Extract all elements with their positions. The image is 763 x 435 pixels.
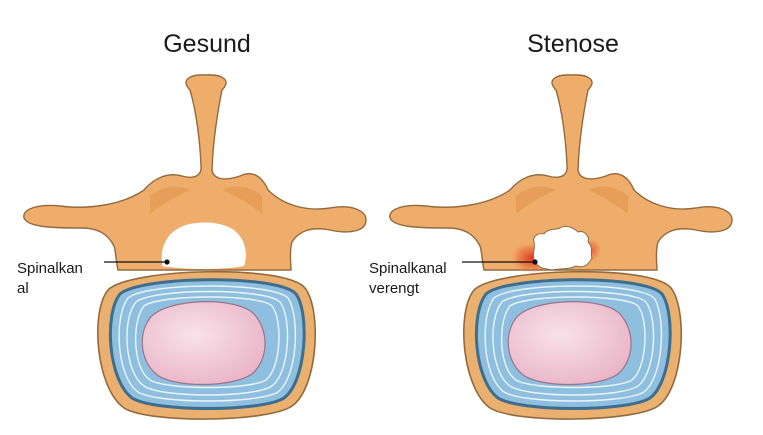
arch-shade-stenosis bbox=[516, 186, 556, 214]
pointer-dot-healthy bbox=[164, 259, 170, 265]
arch-shade-healthy-right bbox=[222, 186, 262, 214]
arch-shade-stenosis-right bbox=[588, 186, 628, 214]
spinal-canal-narrowed bbox=[532, 225, 593, 271]
vertebra-stenosis bbox=[389, 74, 733, 420]
vertebral-arch-stenosis bbox=[389, 74, 733, 271]
arch-shade-healthy bbox=[150, 186, 190, 214]
label-spinal-canal-stenosis: Spinalkanal verengt bbox=[369, 260, 451, 297]
annulus-rings-healthy bbox=[118, 285, 297, 402]
nucleus-pulposus-healthy bbox=[141, 301, 266, 386]
panel-healthy: Gesund Spinalkan al bbox=[17, 30, 367, 420]
vertebral-arch-healthy bbox=[23, 74, 367, 271]
nucleus-pulposus-stenosis bbox=[507, 301, 632, 386]
vertebra-healthy bbox=[23, 74, 367, 420]
panel-title-stenosis: Stenose bbox=[527, 30, 619, 58]
annulus-rings-stenosis bbox=[484, 285, 663, 402]
panel-title-healthy: Gesund bbox=[163, 30, 251, 58]
panel-stenosis: Stenose Spinalkanal verengt bbox=[369, 30, 733, 420]
pointer-dot-stenosis bbox=[532, 259, 538, 265]
label-spinal-canal-healthy: Spinalkan al bbox=[17, 260, 87, 297]
spinal-canal-healthy bbox=[161, 222, 246, 269]
